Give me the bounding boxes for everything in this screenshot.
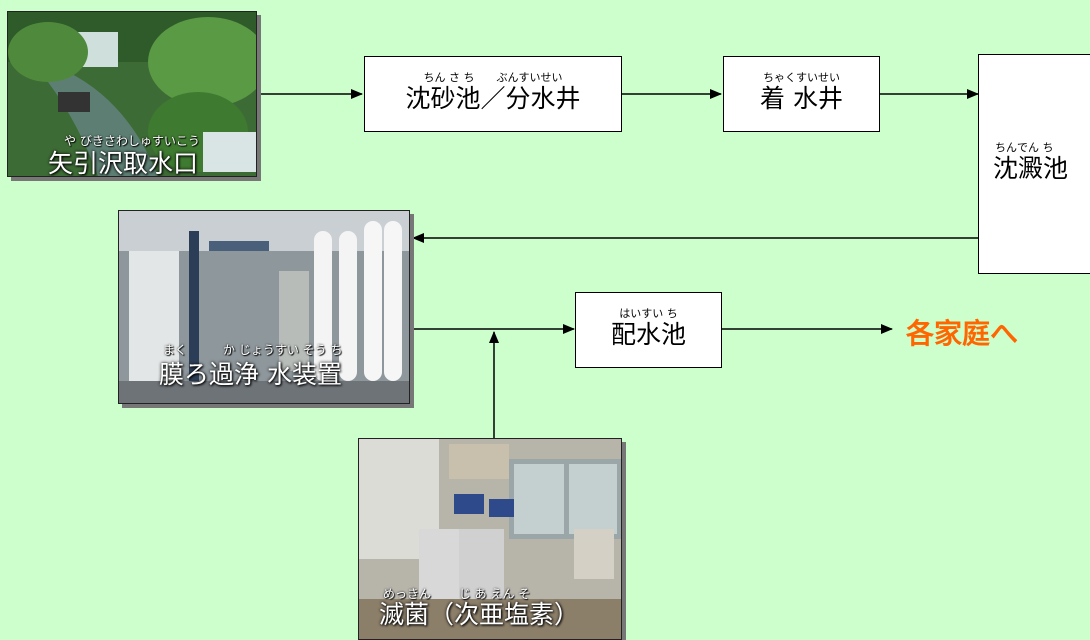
disinfection-label: 滅菌（次亜塩素） bbox=[379, 600, 580, 629]
intake-label: 矢引沢取水口 bbox=[48, 149, 199, 177]
intake-ruby: や びきさわしゅすいこう bbox=[64, 134, 200, 148]
destination-label: 各家庭へ bbox=[906, 317, 1019, 350]
sand-basin-ruby: ちん さ ち ぶんすいせい bbox=[423, 71, 563, 84]
sedimentation-label: 沈澱池 bbox=[993, 154, 1069, 183]
sedimentation-ruby: ちんでん ち bbox=[995, 141, 1054, 154]
distribution-label: 配水池 bbox=[610, 320, 686, 349]
sand-basin-box: ちん さ ち ぶんすいせい 沈砂池／分水井 bbox=[364, 56, 622, 132]
receiving-well-box: ちゃくすいせい 着 水井 bbox=[723, 56, 880, 132]
membrane-ruby: まく か じょうすい そう ち bbox=[163, 343, 343, 357]
distribution-box: はいすい ち 配水池 bbox=[575, 292, 722, 368]
disinfection-ruby: めっきん じ あ えん そ bbox=[383, 587, 531, 601]
sand-basin-label: 沈砂池／分水井 bbox=[405, 84, 581, 113]
receiving-well-ruby: ちゃくすいせい bbox=[763, 71, 840, 84]
receiving-well-label: 着 水井 bbox=[760, 84, 843, 113]
membrane-photo: まく か じょうすい そう ち 膜ろ過浄 水装置 bbox=[118, 210, 410, 404]
sedimentation-box: ちんでん ち 沈澱池 bbox=[978, 54, 1090, 274]
membrane-label: 膜ろ過浄 水装置 bbox=[159, 360, 342, 389]
disinfection-photo: めっきん じ あ えん そ 滅菌（次亜塩素） bbox=[358, 438, 622, 640]
distribution-ruby: はいすい ち bbox=[619, 307, 678, 320]
intake-photo: や びきさわしゅすいこう 矢引沢取水口 bbox=[7, 11, 257, 177]
